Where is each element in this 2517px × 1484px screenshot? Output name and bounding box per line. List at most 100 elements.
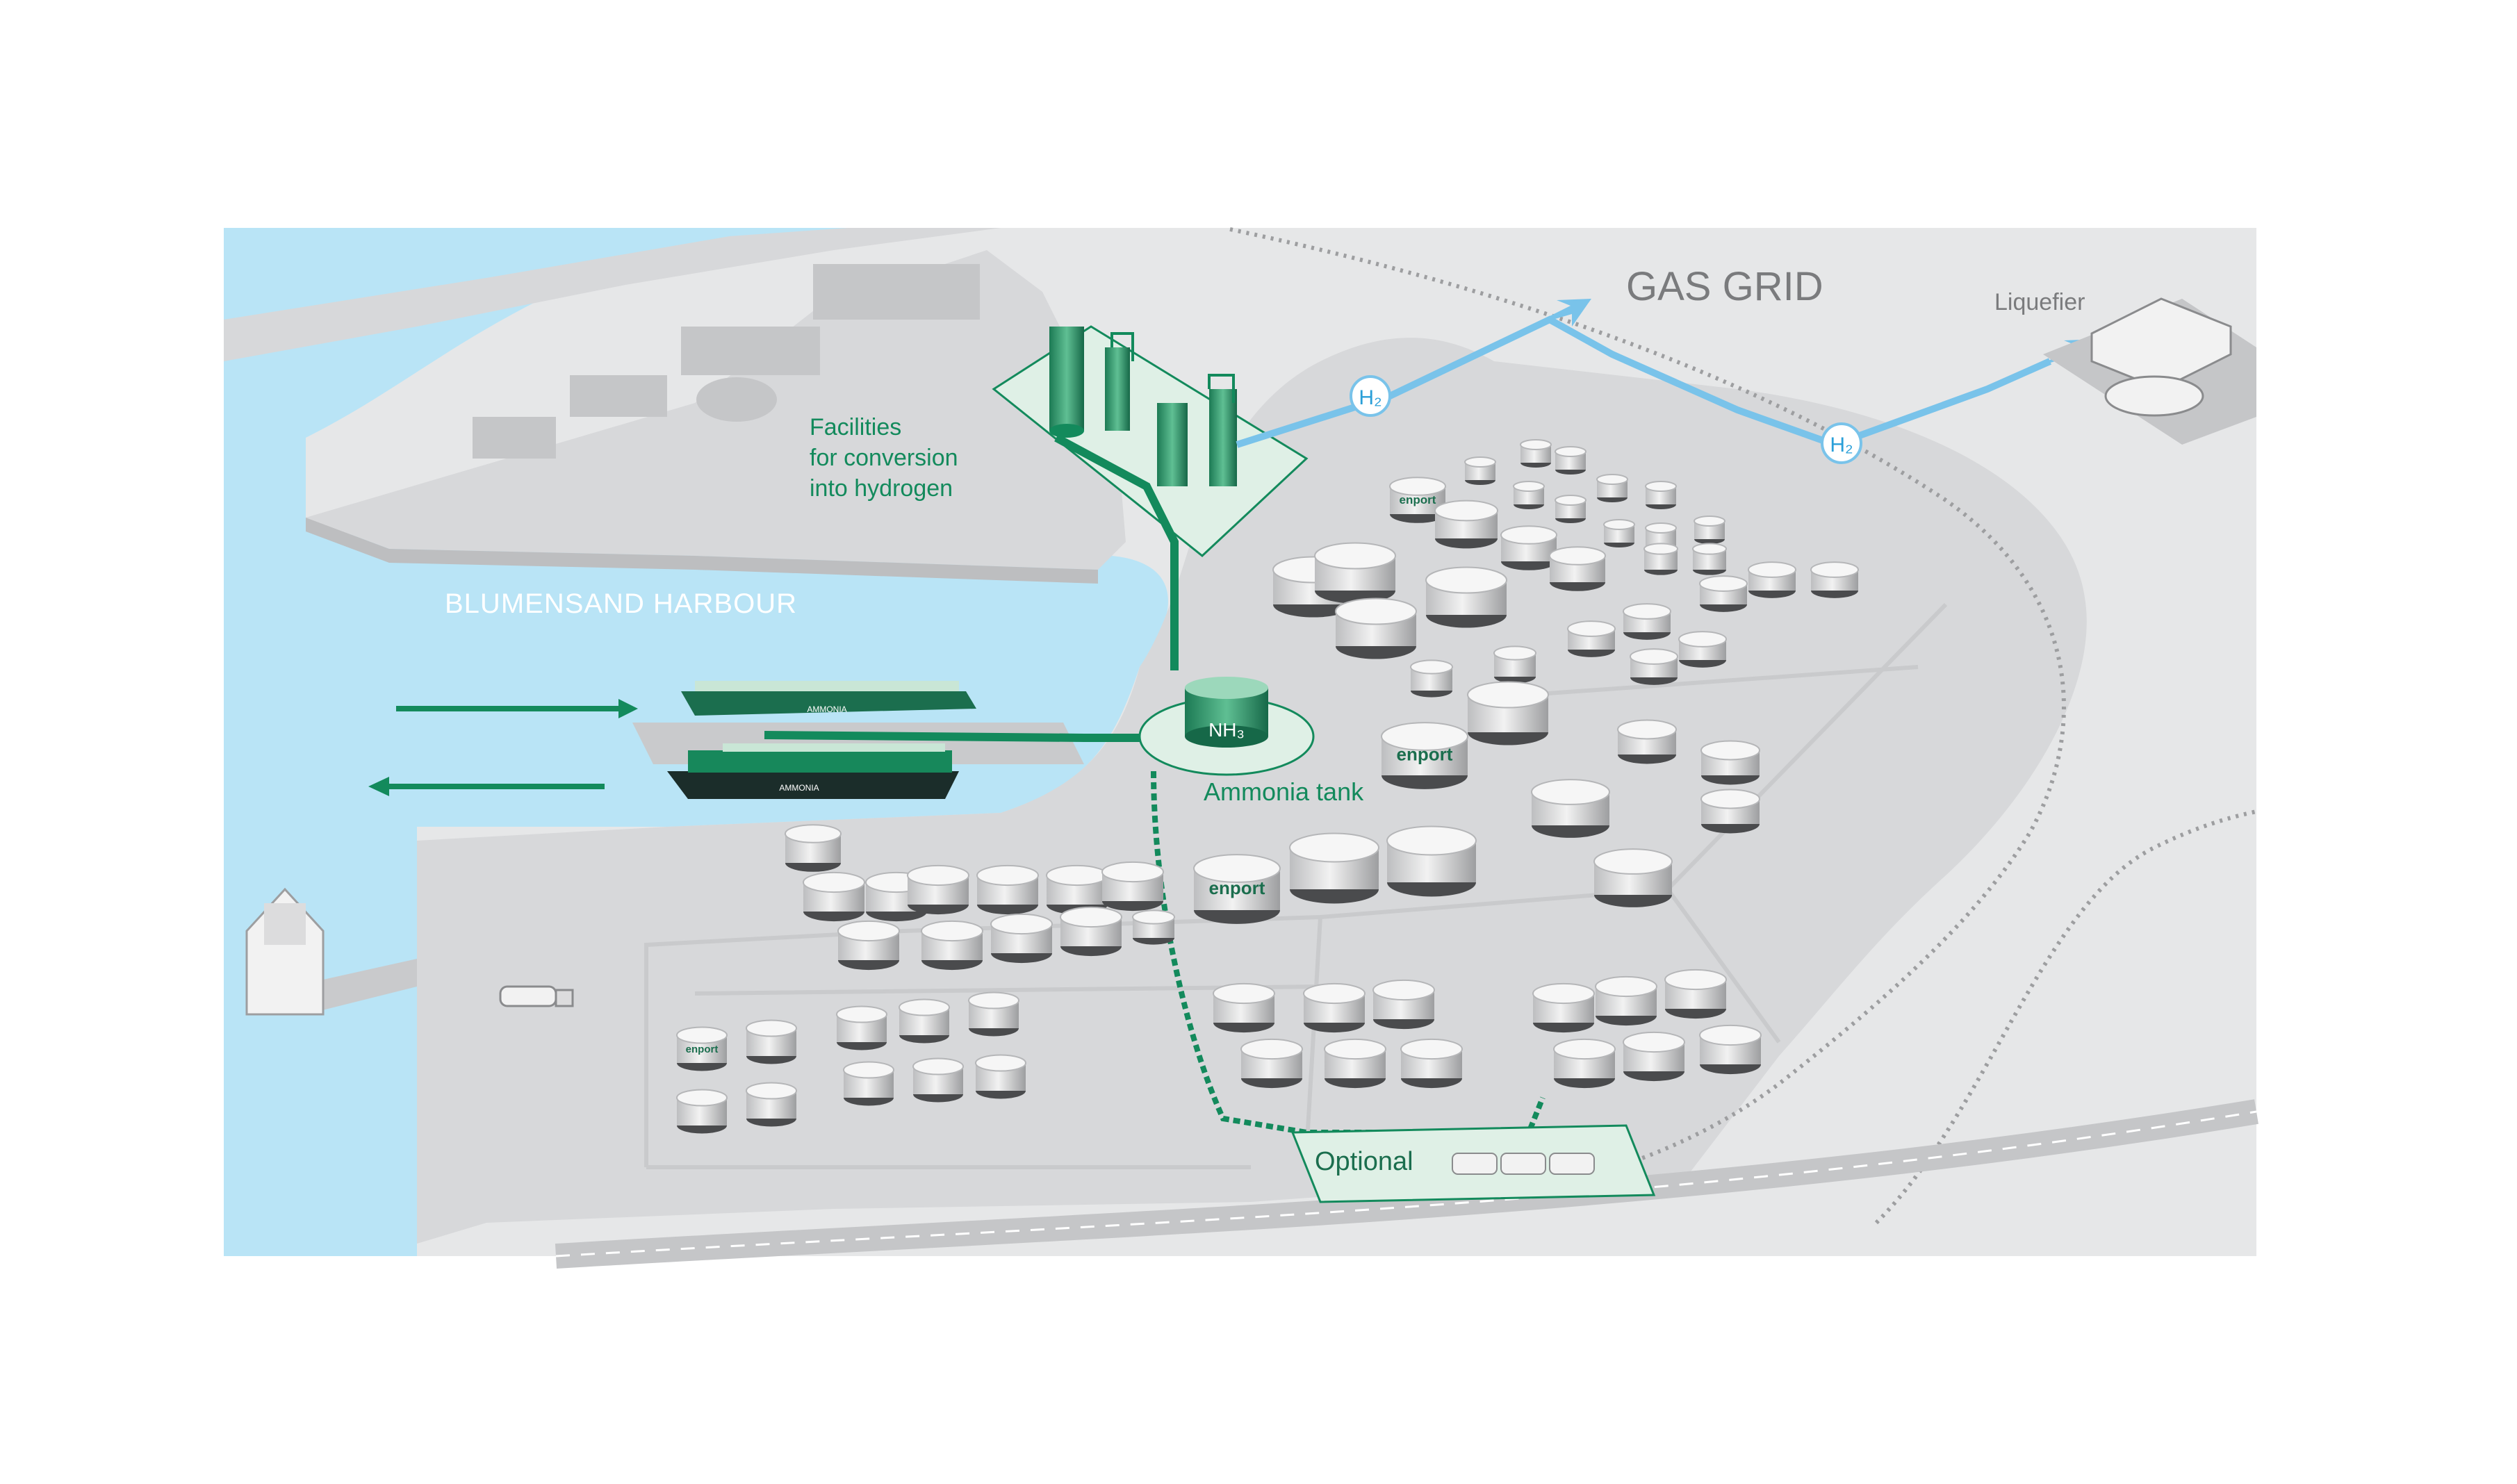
storage-tank [1700, 789, 1760, 834]
storage-tank [907, 864, 969, 915]
storage-tank [976, 864, 1039, 915]
storage-tank [1101, 861, 1164, 912]
storage-tank [1553, 1038, 1616, 1089]
storage-tank [1699, 575, 1748, 612]
facilities-line-2: for conversion [810, 445, 958, 471]
storage-tank [1630, 648, 1678, 685]
storage-tank: enport [676, 1026, 728, 1071]
enport-logo: enport [1397, 744, 1453, 765]
gas-grid-label: GAS GRID [1626, 264, 1823, 309]
storage-tank [836, 1005, 887, 1050]
storage-tank [1694, 515, 1725, 545]
storage-tank [1623, 1031, 1685, 1082]
h2-badge-icon: H₂ [1821, 422, 1862, 464]
storage-tank [975, 1054, 1026, 1099]
storage-tank [1324, 1038, 1386, 1089]
storage-tank [1700, 740, 1760, 785]
storage-tank [1664, 968, 1727, 1019]
storage-tank [1699, 1024, 1762, 1075]
arrow-icon [396, 699, 638, 718]
storage-tank [1425, 566, 1507, 628]
storage-tank [1603, 518, 1635, 548]
optional-rail-link [1151, 770, 1546, 1135]
storage-tank [1493, 645, 1536, 684]
optional-label: Optional [1315, 1147, 1413, 1176]
storage-tank [1467, 681, 1549, 745]
storage-tank [1372, 979, 1435, 1030]
enport-logo: enport [1209, 877, 1265, 898]
storage-tank [1132, 909, 1175, 945]
storage-tank [1400, 1038, 1463, 1089]
nh3-label: NH₃ [1208, 719, 1245, 741]
enport-logo: enport [1400, 493, 1436, 506]
storage-tank [1593, 848, 1673, 907]
storage-tank [1500, 525, 1557, 570]
ship-icon [245, 887, 325, 1016]
storage-tank [746, 1082, 797, 1127]
conversion-plant-icon [1049, 327, 1237, 486]
facilities-line-1: Facilities [810, 414, 901, 440]
storage-tank [843, 1061, 894, 1106]
gas-grid-arrow-icon [1529, 299, 1591, 327]
storage-tank [1623, 603, 1671, 640]
storage-tank [921, 920, 983, 971]
h2-label: H₂ [1359, 386, 1382, 409]
storage-tank [1643, 543, 1678, 575]
ammonia-tank-icon: NH₃ [1185, 677, 1268, 748]
ship-label: AMMONIA [807, 704, 846, 714]
storage-tank: enport [1381, 722, 1468, 789]
ship-icon: AMMONIA [681, 681, 976, 716]
ship-label: AMMONIA [779, 783, 819, 793]
storage-tank [1810, 561, 1859, 598]
railway-north [833, 227, 2066, 1253]
storage-tank [968, 991, 1019, 1037]
storage-tank [1692, 543, 1727, 575]
storage-tank [1645, 480, 1677, 510]
storage-tank [1513, 480, 1545, 510]
ammonia-pipeline [764, 434, 1179, 742]
ship-icon: AMMONIA [667, 743, 959, 799]
storage-tank [1595, 975, 1657, 1026]
storage-tank: enport [1193, 854, 1281, 924]
storage-tank [1531, 779, 1610, 838]
storage-tank [1335, 597, 1417, 659]
storage-tank [1289, 832, 1379, 904]
peninsula-buildings [473, 264, 980, 459]
storage-tank [1410, 659, 1453, 698]
storage-tank [746, 1019, 797, 1064]
h2-label: H₂ [1830, 434, 1853, 456]
liquefier-building-icon [2090, 297, 2232, 417]
storage-tank [912, 1057, 964, 1103]
storage-tank [899, 998, 950, 1044]
storage-tank [1567, 620, 1616, 657]
storage-tank [1314, 542, 1396, 604]
storage-tank [1434, 500, 1498, 549]
storage-tank [1596, 473, 1628, 503]
facilities-label: Facilities for conversion into hydrogen [810, 414, 965, 502]
storage-tank [1386, 825, 1477, 897]
storage-tank [1464, 456, 1496, 486]
storage-tank [1748, 561, 1796, 598]
storage-tank [1549, 546, 1606, 591]
storage-tank [1520, 438, 1552, 468]
harbour-label: BLUMENSAND HARBOUR [445, 588, 797, 619]
storage-tank [785, 824, 842, 872]
enport-logo: enport [686, 1044, 719, 1055]
storage-tank [1678, 631, 1727, 668]
rail-car-icon [1452, 1153, 1595, 1175]
storage-tank [837, 920, 900, 971]
ammonia-tank-label: Ammonia tank [1204, 777, 1364, 806]
storage-tank [1240, 1038, 1303, 1089]
storage-tank [1555, 445, 1587, 475]
storage-tank [676, 1089, 728, 1134]
storage-tank [1303, 982, 1366, 1033]
liquefier-label: Liquefier [1994, 289, 2085, 315]
storage-tank [990, 913, 1053, 964]
storage-tank [1617, 719, 1677, 764]
arrow-icon [368, 777, 605, 796]
facilities-line-3: into hydrogen [810, 475, 953, 502]
storage-tank [1213, 982, 1275, 1033]
north-peninsula-shadow [306, 518, 1098, 584]
h2-badge-icon: H₂ [1350, 375, 1391, 417]
